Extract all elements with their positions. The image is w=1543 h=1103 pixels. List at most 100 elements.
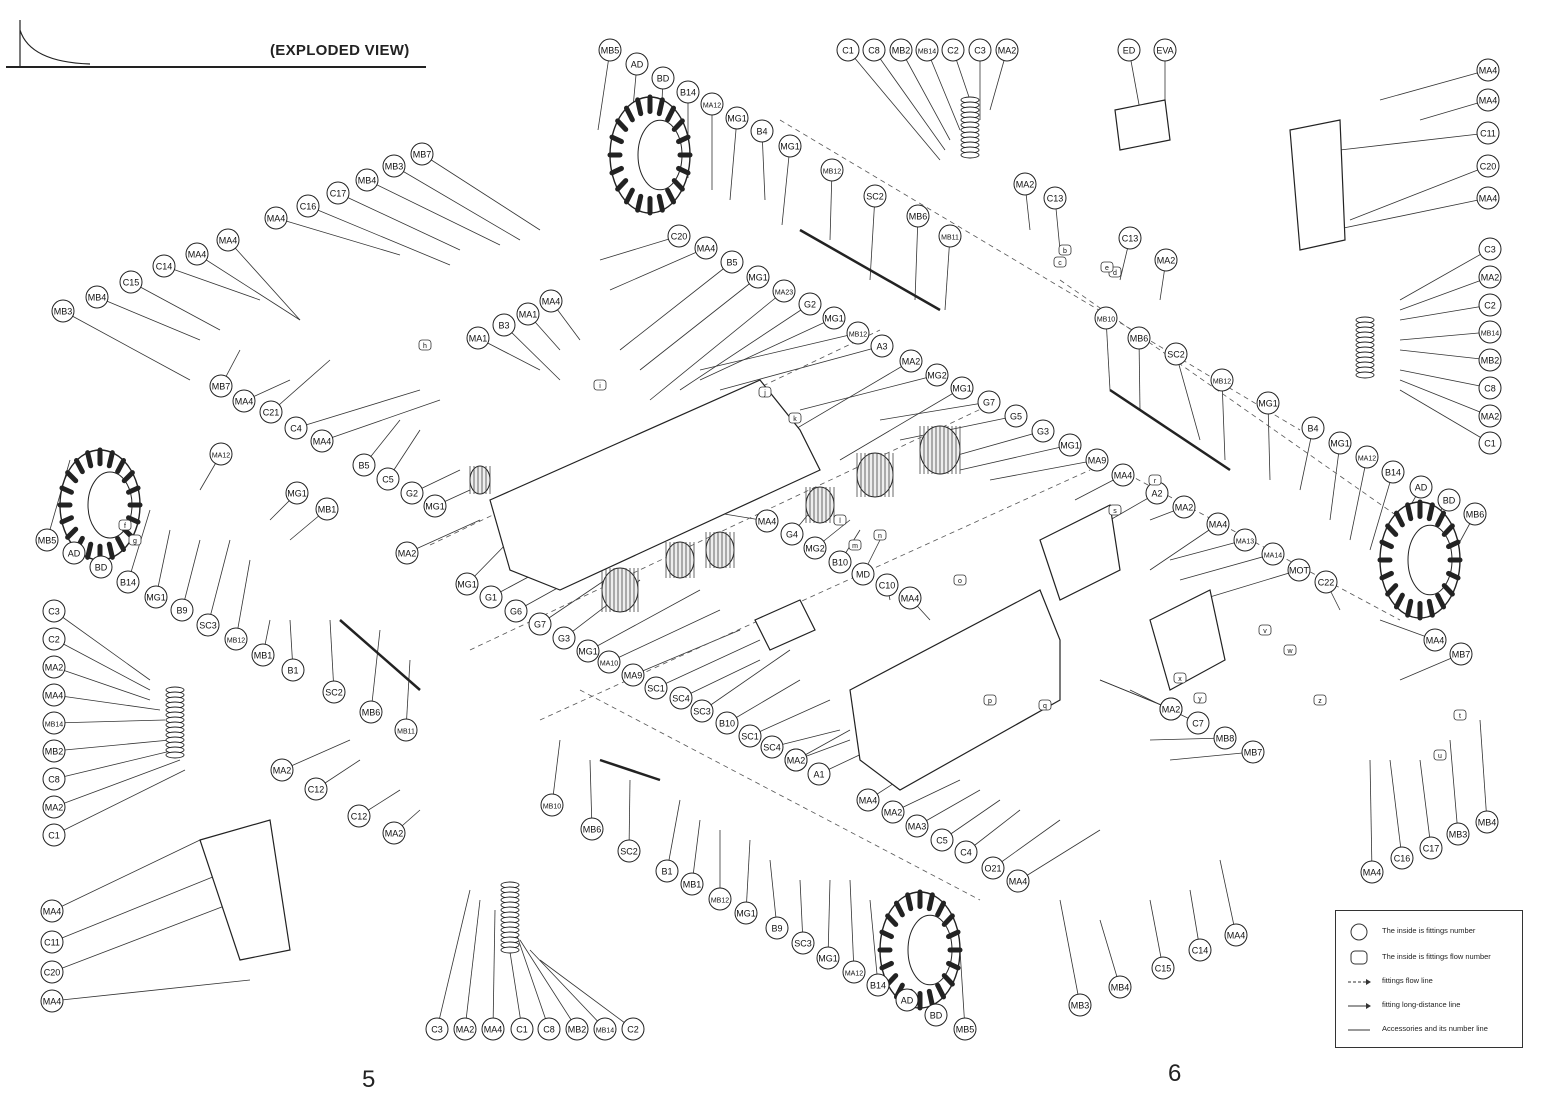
part-label: MA4 bbox=[856, 788, 880, 812]
part-number: MA1 bbox=[469, 334, 488, 344]
part-label: C2 bbox=[621, 1017, 645, 1041]
flow-tag-letter: m bbox=[852, 543, 858, 550]
leader-line bbox=[1169, 539, 1246, 561]
leader-line bbox=[421, 153, 541, 231]
leader-line bbox=[655, 639, 761, 689]
part-label: MA12 bbox=[1355, 445, 1379, 469]
part-number: MA2 bbox=[1481, 412, 1500, 422]
part-label: C14 bbox=[1188, 938, 1212, 962]
gear-icon bbox=[856, 452, 894, 498]
leader-line bbox=[839, 387, 963, 461]
leader-line bbox=[1138, 337, 1141, 411]
leader-line bbox=[699, 317, 835, 381]
part-number: C13 bbox=[1122, 234, 1139, 244]
part-label: MB14 bbox=[593, 1017, 617, 1041]
legend-text: The inside is fittings flow number bbox=[1382, 952, 1491, 961]
leader-line bbox=[781, 145, 791, 226]
part-number: MA2 bbox=[787, 756, 806, 766]
gear-icon bbox=[705, 531, 735, 569]
part-number: MB4 bbox=[1111, 983, 1130, 993]
part-label: MB12 bbox=[224, 627, 248, 651]
part-number: MG1 bbox=[952, 384, 972, 394]
part-number: MG2 bbox=[805, 544, 825, 554]
part-label: B10 bbox=[715, 711, 739, 735]
part-number: MA12 bbox=[212, 453, 230, 460]
part-number: C5 bbox=[382, 475, 394, 485]
part-label: MG2 bbox=[925, 363, 949, 387]
leader-line bbox=[53, 739, 171, 752]
leader-line bbox=[1399, 369, 1491, 389]
part-number: G5 bbox=[1010, 412, 1022, 422]
leader-line bbox=[53, 759, 181, 808]
part-label: MG1 bbox=[455, 572, 479, 596]
part-label: MG2 bbox=[803, 536, 827, 560]
part-label: MB7 bbox=[1241, 740, 1265, 764]
part-number: MG1 bbox=[824, 314, 844, 324]
part-label: MB6 bbox=[580, 817, 604, 841]
part-label: B1 bbox=[281, 658, 305, 682]
flow-tag: o bbox=[953, 574, 967, 586]
drive-shaft-icon bbox=[799, 228, 941, 312]
part-label: SC2 bbox=[1164, 342, 1188, 366]
leader-line bbox=[1105, 317, 1111, 391]
part-number: MB4 bbox=[88, 293, 107, 303]
leader-line bbox=[321, 399, 441, 442]
leader-line bbox=[130, 281, 221, 331]
part-number: MA2 bbox=[273, 766, 292, 776]
part-number: MG1 bbox=[818, 954, 838, 964]
part-number: C4 bbox=[960, 848, 972, 858]
leader-line bbox=[405, 659, 411, 731]
part-label: C1 bbox=[42, 823, 66, 847]
part-label: C5 bbox=[376, 467, 400, 491]
part-label: C8 bbox=[537, 1017, 561, 1041]
part-label: C21 bbox=[259, 400, 283, 424]
servo-icon bbox=[754, 599, 816, 651]
part-label: G2 bbox=[400, 481, 424, 505]
part-number: MG1 bbox=[146, 593, 166, 603]
part-label: MA4 bbox=[1476, 186, 1500, 210]
header-curve bbox=[19, 20, 91, 66]
part-number: MB12 bbox=[227, 638, 245, 645]
flow-tag: u bbox=[1433, 749, 1447, 761]
part-label: MB1 bbox=[251, 643, 275, 667]
flow-tag-letter: i bbox=[599, 383, 601, 390]
part-label: MB7 bbox=[410, 142, 434, 166]
part-label: C5 bbox=[930, 828, 954, 852]
part-label: C22 bbox=[1314, 570, 1338, 594]
leader-line bbox=[619, 261, 733, 351]
flow-tag-letter: d bbox=[1113, 270, 1117, 277]
part-number: B14 bbox=[120, 578, 136, 588]
part-label: MA23 bbox=[772, 279, 796, 303]
part-label: MG1 bbox=[1058, 433, 1082, 457]
dashed-arrow-symbol-icon bbox=[1348, 979, 1371, 985]
part-number: C8 bbox=[868, 46, 880, 56]
part-number: SC3 bbox=[693, 707, 711, 717]
leader-line bbox=[666, 799, 681, 872]
part-label: MB3 bbox=[1446, 822, 1470, 846]
part-number: C21 bbox=[263, 408, 280, 418]
part-label: MB11 bbox=[938, 224, 962, 248]
part-number: MB7 bbox=[413, 150, 432, 160]
leader-line bbox=[892, 779, 961, 813]
part-label: G1 bbox=[479, 585, 503, 609]
part-label: MB10 bbox=[540, 793, 564, 817]
part-label: G6 bbox=[504, 599, 528, 623]
part-number: MB10 bbox=[543, 804, 561, 811]
leader-line bbox=[1399, 379, 1491, 417]
part-number: MG1 bbox=[287, 489, 307, 499]
leader-line bbox=[337, 192, 461, 251]
part-label: SC3 bbox=[791, 931, 815, 955]
part-label: MB14 bbox=[42, 711, 66, 735]
part-number: B5 bbox=[358, 461, 369, 471]
part-label: C15 bbox=[119, 270, 143, 294]
part-number: MG1 bbox=[727, 114, 747, 124]
leader-line bbox=[51, 839, 201, 912]
leader-line bbox=[1419, 759, 1432, 849]
part-label: B14 bbox=[866, 973, 890, 997]
part-label: SC1 bbox=[738, 724, 762, 748]
part-label: MB6 bbox=[906, 204, 930, 228]
part-label: MA4 bbox=[310, 429, 334, 453]
part-number: MA2 bbox=[45, 803, 64, 813]
part-label: MB5 bbox=[598, 38, 622, 62]
part-label: C3 bbox=[42, 599, 66, 623]
